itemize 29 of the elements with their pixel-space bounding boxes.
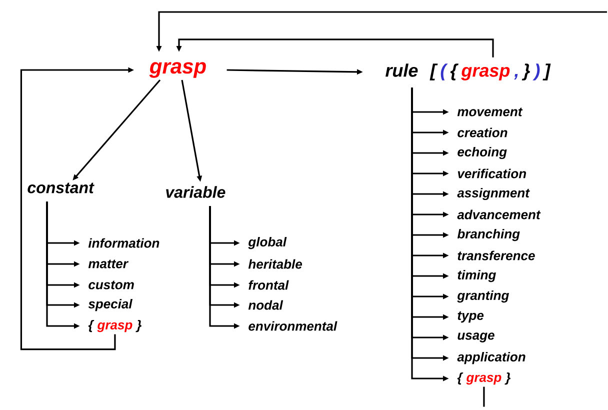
item-label: global — [248, 236, 287, 250]
item-label: type — [458, 311, 484, 323]
item-label: echoing — [458, 146, 507, 160]
item-label: advancement — [457, 210, 541, 220]
item-label: verification — [458, 168, 526, 178]
item-label: environmental — [248, 321, 338, 331]
item-label: creation — [458, 128, 508, 138]
connector-line — [483, 386, 485, 407]
item-label: heritable — [248, 259, 302, 269]
item-label: special — [88, 298, 132, 312]
rule-label: rule [ ({grasp , }) ] — [386, 64, 551, 80]
item-label: { grasp } — [88, 320, 142, 332]
item-label: information — [88, 238, 160, 248]
item-label: branching — [457, 228, 520, 242]
item-label: granting — [457, 290, 509, 303]
item-label: movement — [457, 108, 523, 116]
item-label: nodal — [248, 300, 284, 310]
root-label: grasp — [149, 62, 206, 78]
item-label: assignment — [457, 188, 530, 200]
item-label: application — [457, 352, 526, 364]
item-label: custom — [88, 280, 134, 290]
item-label: frontal — [248, 280, 289, 290]
item-label: { grasp } — [457, 372, 511, 385]
item-label: matter — [88, 260, 129, 268]
item-label: transference — [458, 250, 535, 260]
item-label: usage — [458, 332, 494, 342]
branch-label: constant — [28, 182, 94, 194]
branch-label: variable — [166, 186, 226, 198]
item-label: timing — [458, 270, 496, 282]
